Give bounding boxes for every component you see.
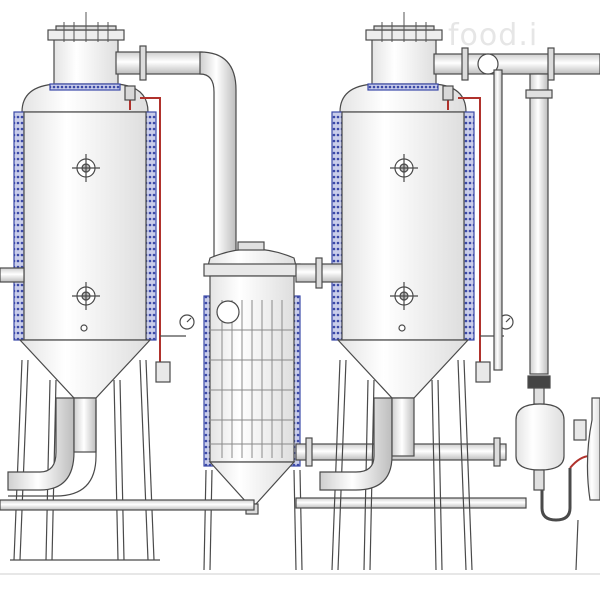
insulation-right (145, 111, 157, 341)
sight-glass (390, 154, 418, 182)
evaporator-cone (18, 339, 152, 399)
support-legs (203, 469, 303, 571)
second-effect-evaporator (295, 12, 514, 571)
vapor-pipe (115, 45, 237, 259)
insulation-top (367, 83, 439, 91)
insulation-right (463, 111, 475, 341)
top-filter-housing (371, 37, 437, 87)
insulation-left (13, 111, 25, 341)
support-legs (10, 359, 160, 561)
vapor-pipe (433, 47, 600, 375)
insulation-left (331, 111, 343, 341)
bottom-elbow-pipe (319, 397, 393, 491)
insulation-top (49, 83, 121, 91)
sight-glass (72, 154, 100, 182)
separator (515, 375, 600, 571)
evaporator-cone (336, 339, 470, 399)
bottom-elbow-pipe (7, 397, 75, 491)
sight-glass (390, 282, 418, 310)
condenser-cone (208, 461, 296, 505)
condenser (203, 241, 303, 571)
pressure-gauge (160, 314, 195, 337)
condenser-tubes (210, 300, 294, 458)
evaporator-body (23, 111, 147, 341)
top-filter-housing (53, 37, 119, 87)
first-effect-evaporator (0, 12, 195, 561)
evaporator-body (341, 111, 465, 341)
watermark-text: food.i (448, 18, 539, 53)
sight-glass (72, 282, 100, 310)
